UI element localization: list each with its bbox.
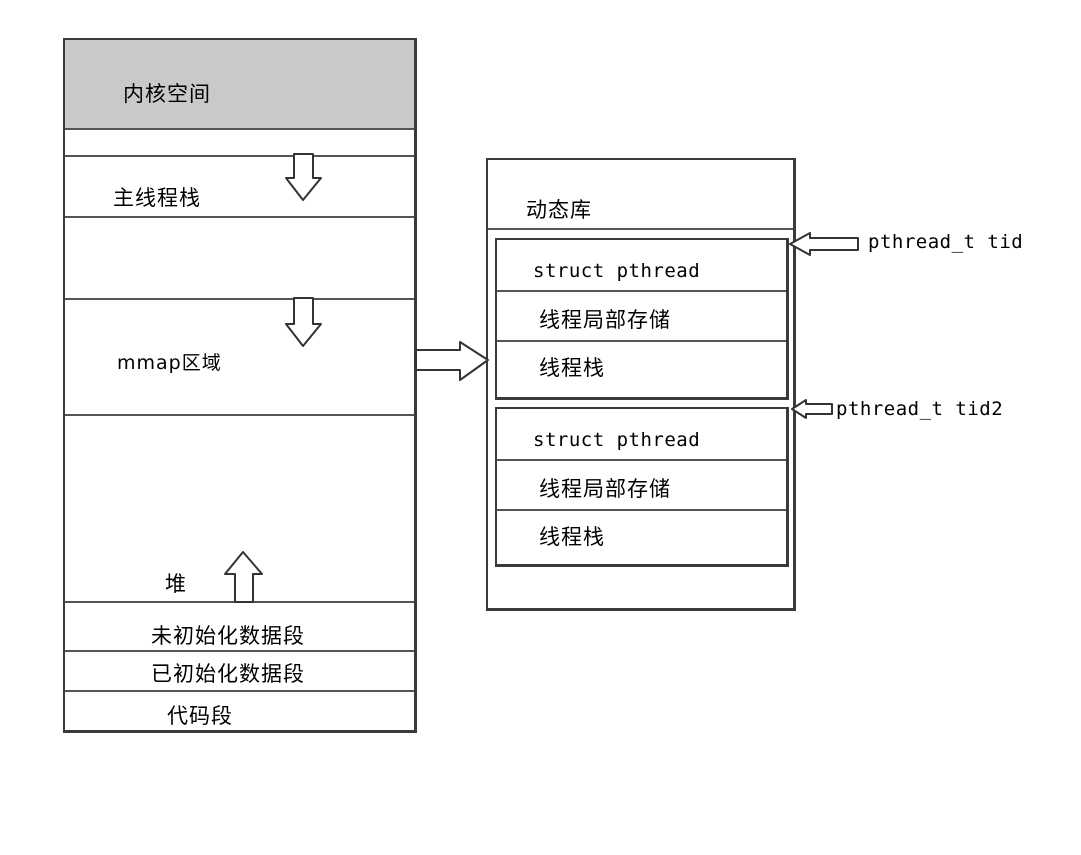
tid-pointer-label: pthread_t tid	[868, 231, 1024, 253]
left-arrow-icon	[791, 399, 833, 419]
kernel-space-block: 内核空间	[65, 40, 414, 130]
heap-label: 堆	[165, 572, 187, 596]
thread-local-storage-label: 线程局部存储	[539, 477, 671, 501]
divider	[65, 216, 414, 218]
divider	[65, 414, 414, 416]
up-arrow-icon	[224, 551, 263, 603]
thread-stack-label: 线程栈	[539, 525, 605, 549]
thread-block-2: struct pthread 线程局部存储 线程栈	[495, 407, 789, 567]
process-memory-layout: 内核空间 主线程栈 mmap区域 堆 未初始化数据段 已初始化数据段 代码段	[63, 38, 417, 733]
divider	[65, 155, 414, 157]
divider	[488, 228, 793, 230]
main-thread-stack-label: 主线程栈	[113, 186, 201, 210]
down-arrow-icon	[285, 153, 322, 201]
divider	[65, 298, 414, 300]
dynamic-library-label: 动态库	[526, 198, 592, 222]
down-arrow-icon	[285, 297, 322, 347]
divider	[65, 650, 414, 652]
thread-stack-label: 线程栈	[539, 356, 605, 380]
data-segment-label: 已初始化数据段	[151, 662, 305, 686]
struct-pthread-label: struct pthread	[533, 260, 701, 282]
thread-local-storage-label: 线程局部存储	[539, 308, 671, 332]
divider	[497, 290, 786, 292]
tid2-pointer-label: pthread_t tid2	[836, 398, 1004, 420]
divider	[497, 459, 786, 461]
divider	[497, 340, 786, 342]
struct-pthread-label: struct pthread	[533, 429, 701, 451]
divider	[497, 509, 786, 511]
right-arrow-icon	[415, 341, 489, 381]
bss-segment-label: 未初始化数据段	[151, 624, 305, 648]
code-segment-label: 代码段	[167, 704, 233, 728]
mmap-region-label: mmap区域	[117, 352, 222, 374]
dynamic-library-block: 动态库 struct pthread 线程局部存储 线程栈 struct pth…	[486, 158, 796, 611]
kernel-space-label: 内核空间	[123, 82, 211, 106]
divider	[65, 690, 414, 692]
left-arrow-icon	[789, 232, 859, 256]
thread-block-1: struct pthread 线程局部存储 线程栈	[495, 238, 789, 400]
